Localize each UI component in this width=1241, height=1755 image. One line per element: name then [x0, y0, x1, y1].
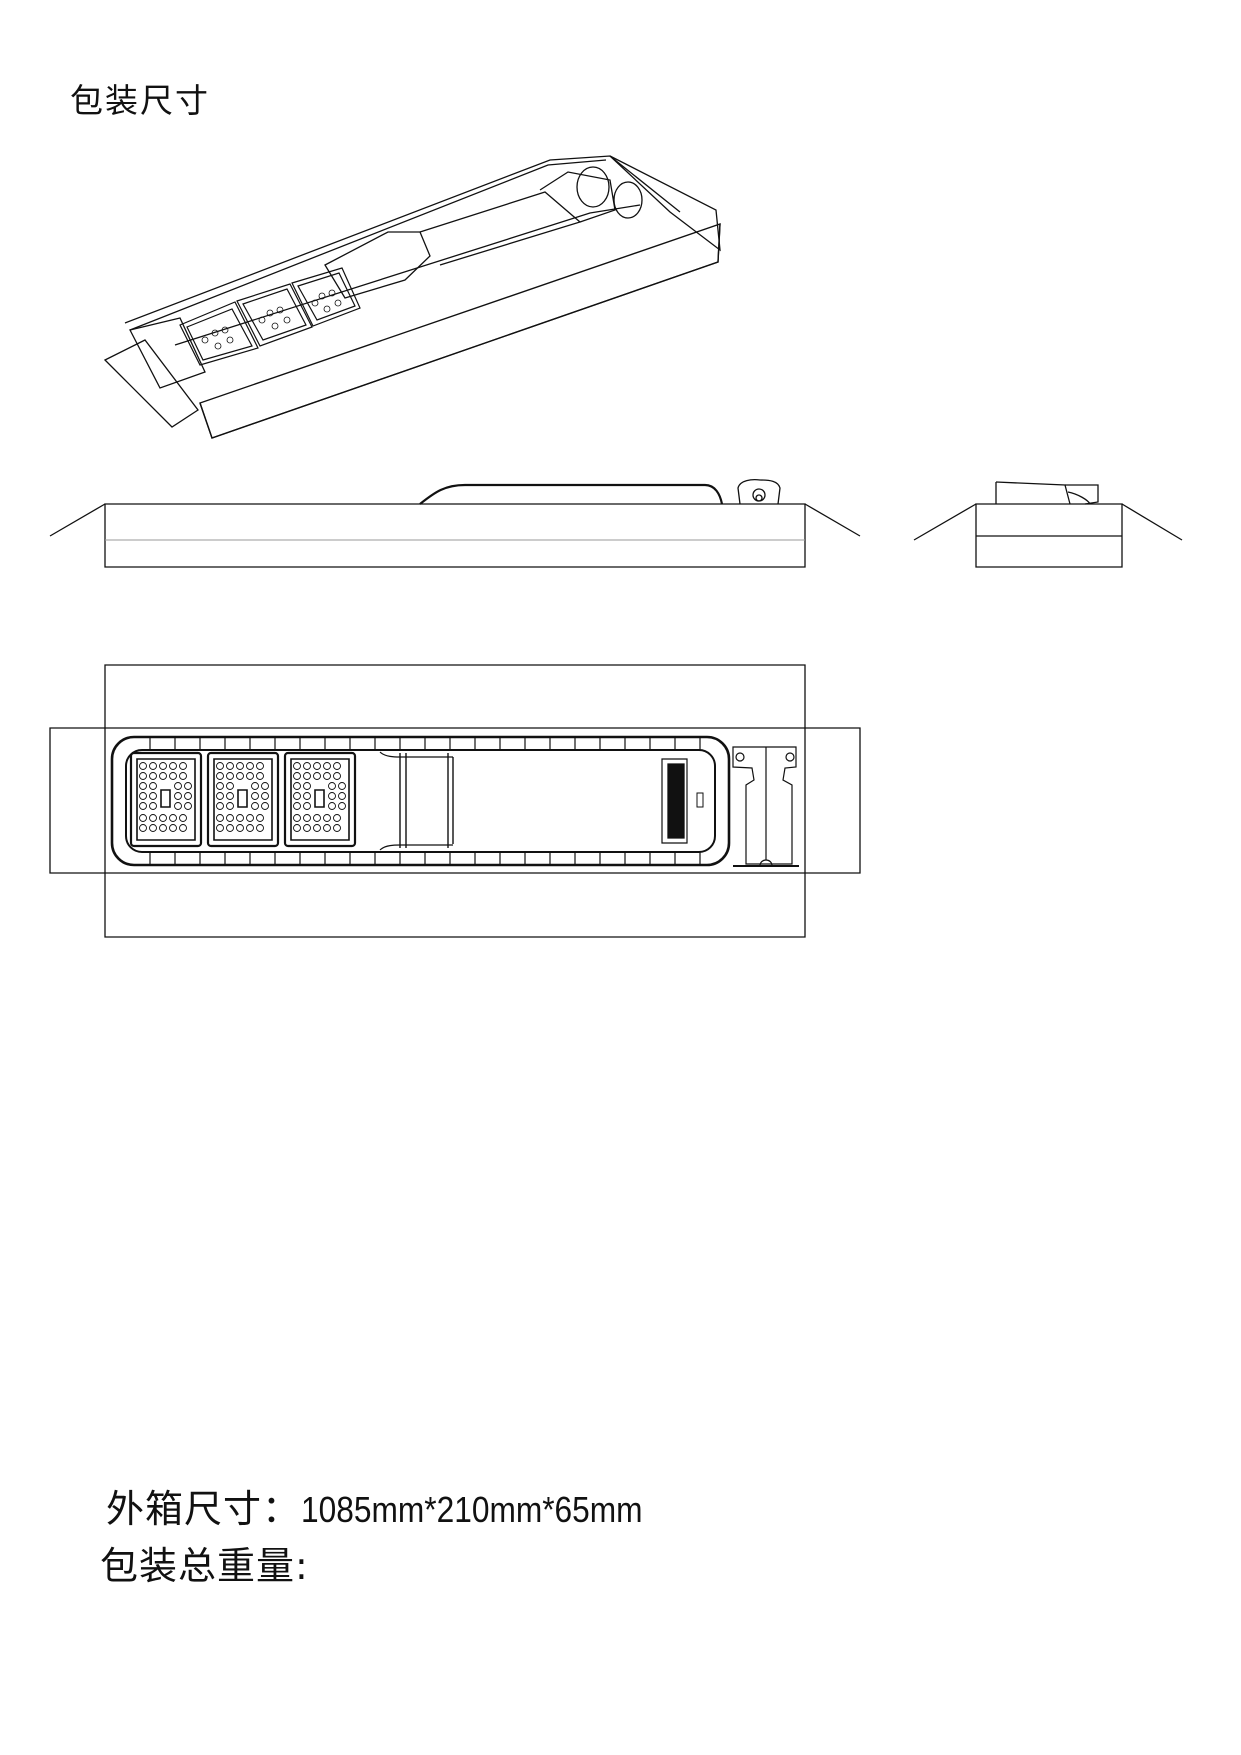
iso-led-module-2: [237, 284, 312, 346]
iso-led-module-3: [292, 268, 360, 326]
led-module-3: [285, 753, 355, 846]
outer-box-dimensions: 外箱尺寸：1085mm*210mm*65mm: [106, 1478, 689, 1533]
pole-mount-bracket: [733, 747, 799, 866]
page-title: 包装尺寸: [70, 81, 210, 120]
gross-weight: 包装总重量:: [100, 1535, 309, 1590]
iso-led-module-1: [180, 302, 258, 365]
outer-box-value: 1085mm*210mm*65mm: [301, 1489, 643, 1530]
led-module-2: [208, 753, 278, 846]
led-module-1: [131, 753, 201, 846]
gross-weight-label: 包装总重量:: [100, 1544, 309, 1588]
outer-box-label: 外箱尺寸：: [106, 1487, 302, 1531]
